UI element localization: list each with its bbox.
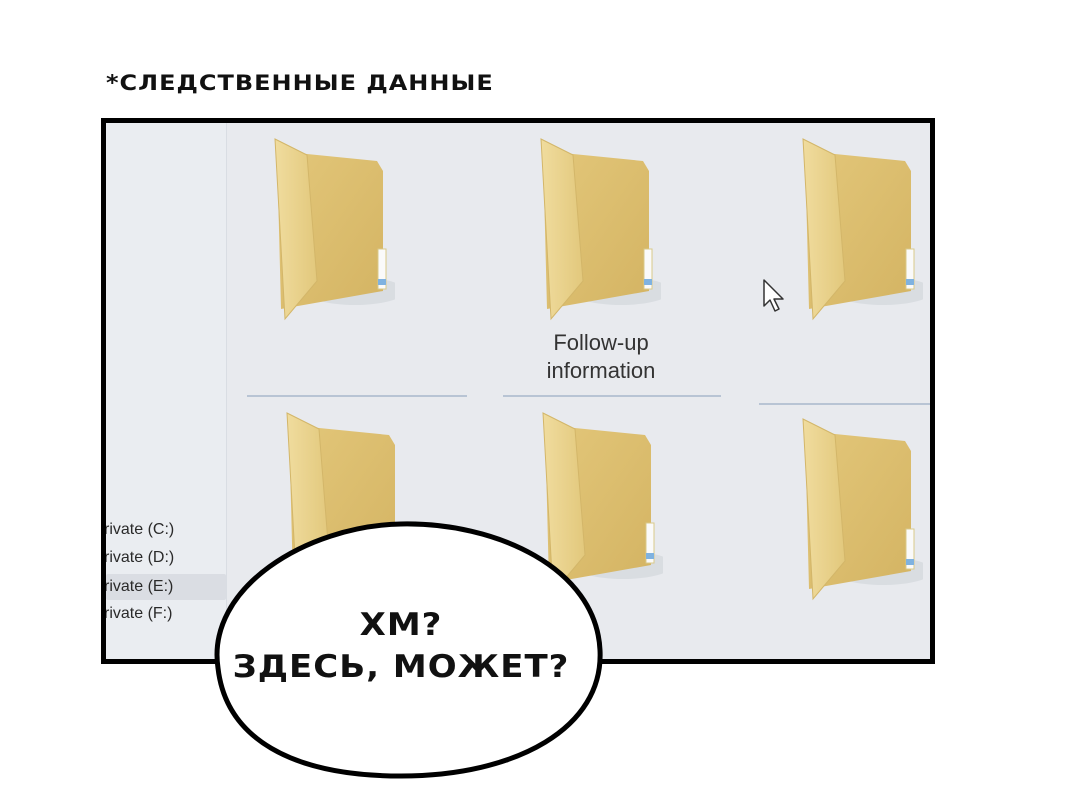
speech-bubble-text: ХМ? ЗДЕСЬ, МОЖЕТ?: [196, 604, 606, 688]
folder-icon[interactable]: [511, 131, 661, 331]
speech-line-2: ЗДЕСЬ, МОЖЕТ?: [232, 648, 570, 686]
navigation-sidebar: rivate (C:) rivate (D:) rivate (E:) riva…: [106, 123, 227, 659]
drive-label: rivate (F:): [104, 605, 173, 622]
drive-item-e[interactable]: rivate (E:): [106, 574, 226, 600]
row-separator: [247, 395, 467, 397]
drive-item-d[interactable]: rivate (D:): [106, 545, 226, 571]
caption-title: *СЛЕДСТВЕННЫЕ ДАННЫЕ: [106, 70, 494, 96]
drive-label: rivate (C:): [104, 521, 175, 538]
folder-label-follow-up[interactable]: Follow-up information: [491, 329, 711, 385]
folder-icon[interactable]: [773, 131, 923, 331]
folder-icon[interactable]: [245, 131, 395, 331]
mouse-pointer-icon: [763, 279, 784, 312]
drive-label: rivate (E:): [104, 578, 174, 595]
folder-label-line: information: [546, 358, 656, 383]
folder-icon[interactable]: [513, 405, 663, 605]
drive-item-f[interactable]: rivate (F:): [106, 601, 226, 627]
speech-line-1: ХМ?: [359, 606, 443, 644]
row-separator: [503, 395, 721, 397]
speech-bubble: [214, 521, 603, 779]
folder-label-line: Follow-up: [553, 330, 649, 355]
folder-icon[interactable]: [773, 411, 923, 611]
row-separator: [759, 403, 930, 405]
drive-label: rivate (D:): [104, 549, 175, 566]
drive-item-c[interactable]: rivate (C:): [106, 517, 226, 543]
